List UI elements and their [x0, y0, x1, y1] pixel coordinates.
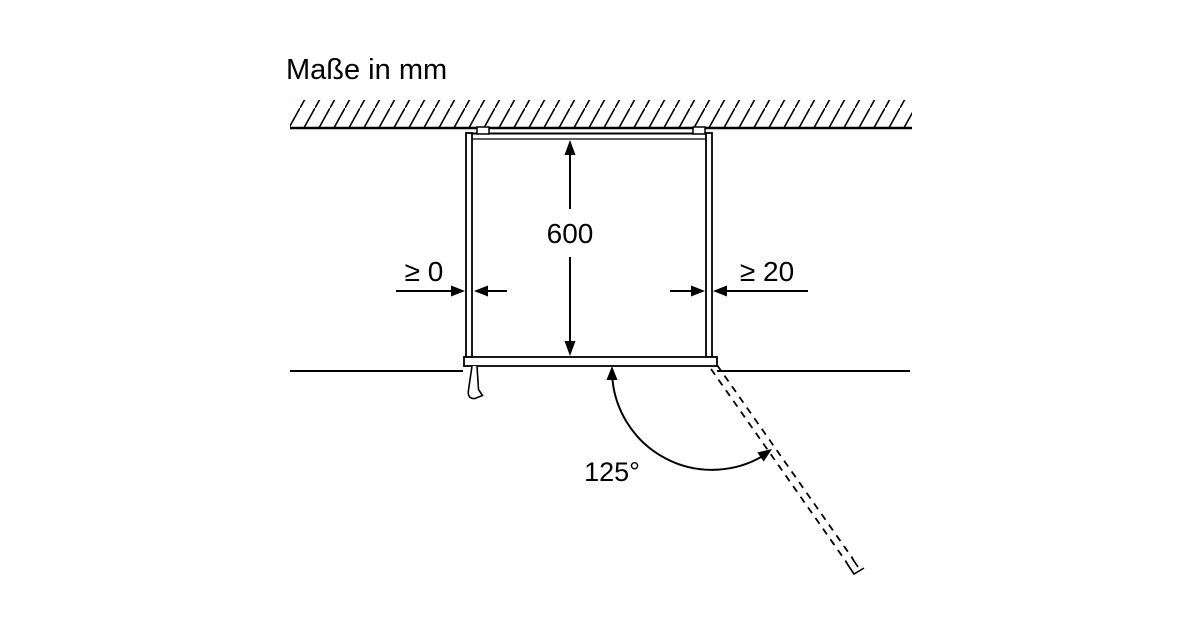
door-open-handle-inner: [851, 557, 859, 568]
appliance-right-side: [705, 132, 713, 358]
door-open-handle: [845, 561, 865, 576]
appliance-top-view: [463, 126, 718, 400]
diagram-title: Maße in mm: [286, 54, 447, 86]
left-clearance-dimension: ≥ 0: [396, 256, 507, 297]
appliance-door-closed: [463, 356, 718, 367]
swing-arc: [611, 369, 770, 471]
door-swing: 125°: [584, 364, 865, 576]
arc-arrow-start-icon: [606, 366, 618, 380]
door-handle: [467, 365, 484, 400]
right-clearance-label: ≥ 20: [740, 256, 794, 287]
door-open-dashed-line-2: [716, 364, 854, 560]
appliance-left-side: [465, 132, 473, 358]
arrow-up-icon: [564, 140, 576, 155]
depth-dimension: 600: [547, 140, 594, 356]
depth-label: 600: [547, 218, 594, 249]
arrow-left-icon: [713, 285, 727, 297]
arrow-right-icon: [451, 285, 465, 297]
left-clearance-label: ≥ 0: [405, 256, 444, 287]
arrow-left-icon: [474, 285, 488, 297]
arrow-down-icon: [564, 341, 576, 356]
wall-spacer-left: [476, 126, 490, 135]
arrow-right-icon: [691, 285, 705, 297]
wall-hatch: [290, 100, 912, 127]
arc-arrow-end-icon: [757, 449, 772, 462]
door-open-dashed-line-1: [710, 368, 848, 564]
right-clearance-dimension: ≥ 20: [670, 256, 808, 297]
wall-spacer-right: [692, 126, 706, 135]
door-angle-label: 125°: [584, 457, 640, 487]
